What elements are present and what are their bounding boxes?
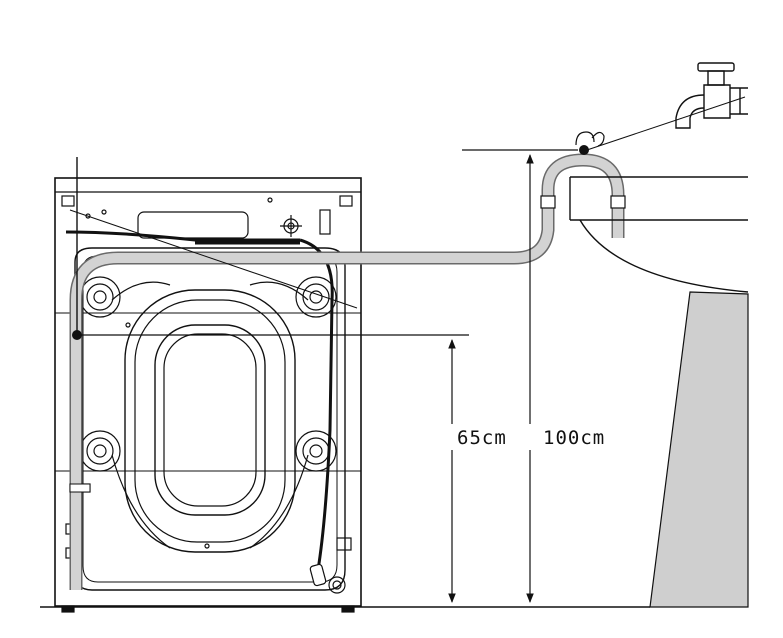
- tap-icon: [675, 62, 748, 129]
- bolt-bottom-left: [79, 430, 121, 472]
- bolt-top-right: [295, 276, 337, 318]
- drain-hose: [69, 153, 626, 590]
- washing-machine-rear: [54, 177, 362, 613]
- dimension-label-65: 65cm: [457, 427, 507, 449]
- bolt-top-left: [79, 276, 121, 318]
- leader-line-1: [69, 209, 358, 309]
- sink-pedestal: [649, 291, 749, 608]
- drain-outlet-icon: [328, 576, 346, 594]
- hose-clip-icon: [575, 131, 605, 155]
- inlet-hose: [65, 230, 300, 242]
- sink-basin: [569, 176, 749, 293]
- dimension-label-100: 100cm: [543, 427, 605, 449]
- bolt-bottom-right: [295, 430, 337, 472]
- leader-line-2: [583, 96, 746, 152]
